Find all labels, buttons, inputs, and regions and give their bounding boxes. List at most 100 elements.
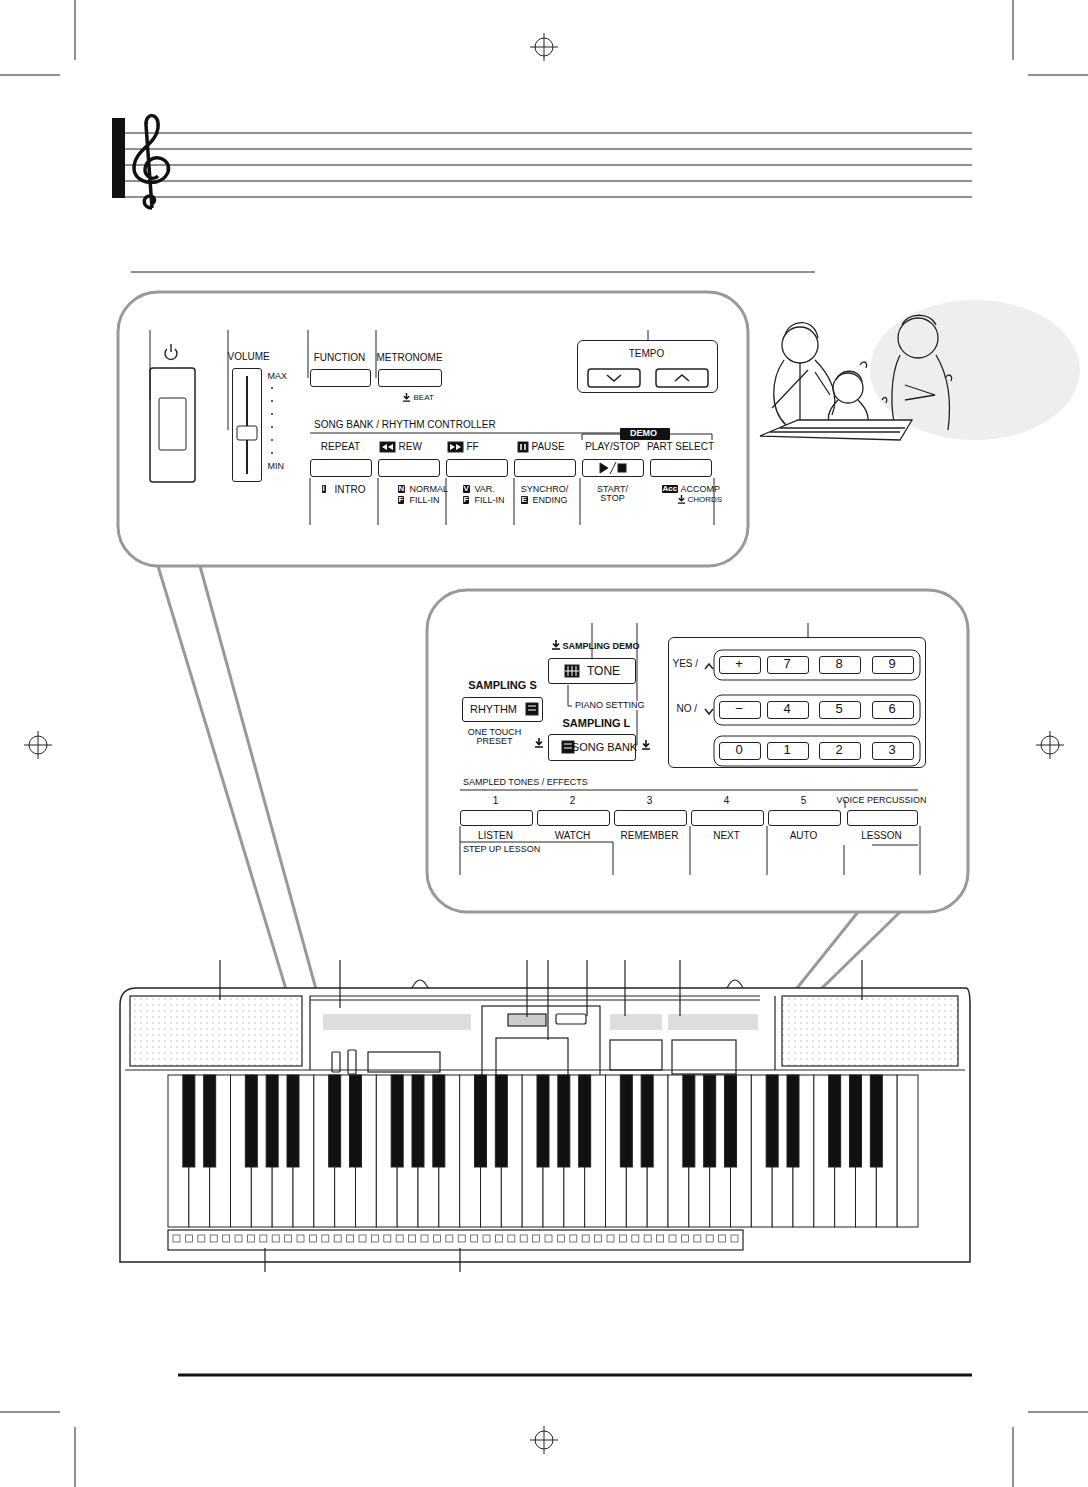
button-label: PAUSE bbox=[532, 442, 565, 452]
sampled-tone-button: 5AUTO bbox=[768, 810, 841, 826]
button-label: INTRO bbox=[335, 485, 366, 495]
button-label: ENDING bbox=[533, 496, 568, 505]
function-button: FUNCTION bbox=[310, 369, 371, 387]
button-label: 4 bbox=[724, 796, 730, 806]
button-label: 9 bbox=[888, 657, 895, 670]
button-label: 0 bbox=[735, 743, 742, 756]
part-select-button: PART SELECTAccACCOMPCHORDS bbox=[650, 459, 712, 477]
button-label: 2 bbox=[835, 743, 842, 756]
number-key: 5 bbox=[819, 701, 861, 719]
button-label: REMEMBER bbox=[621, 831, 679, 841]
button-label: METRONOME bbox=[376, 353, 442, 363]
button-label: FUNCTION bbox=[314, 353, 366, 363]
number-key: 2 bbox=[819, 742, 861, 760]
button-label: FILL-IN bbox=[410, 496, 440, 505]
button-label: F bbox=[398, 496, 405, 504]
button-label: REPEAT bbox=[321, 442, 360, 452]
button-label: VOLUME bbox=[228, 352, 270, 362]
button-label: BEAT bbox=[414, 394, 434, 402]
button-label: YES / bbox=[673, 659, 699, 669]
number-key: 8 bbox=[819, 656, 861, 674]
button-label: 1 bbox=[493, 796, 499, 806]
button-label: DEMO bbox=[630, 429, 657, 438]
play-stop-button: PLAY/STOPSTART/ STOP bbox=[582, 459, 644, 477]
number-key: 9 bbox=[872, 656, 914, 674]
button-label: 3 bbox=[888, 743, 895, 756]
demo-badge: DEMO bbox=[620, 428, 670, 440]
button-label: 8 bbox=[835, 657, 842, 670]
number-key: 4 bbox=[767, 701, 809, 719]
section-label: PIANO SETTING bbox=[574, 701, 646, 710]
button-label: MIN bbox=[268, 462, 285, 471]
volume-slider: VOLUMEMAXMIN bbox=[232, 368, 262, 482]
repeat-button: REPEATIINTRO bbox=[310, 459, 372, 477]
button-label: 4 bbox=[783, 702, 790, 715]
button-label: + bbox=[735, 657, 743, 670]
sampled-tone-button: 4NEXT bbox=[691, 810, 764, 826]
button-label: VAR. bbox=[475, 485, 495, 494]
button-label: Acc bbox=[662, 485, 679, 493]
number-key: 0 bbox=[719, 742, 761, 760]
button-label: SAMPLING S bbox=[468, 680, 536, 691]
button-label: VOICE PERCUSSION bbox=[836, 796, 926, 805]
ff-button: FFVVAR.FFILL-IN bbox=[446, 459, 508, 477]
pause-button: PAUSESYNCHRO/EENDING bbox=[514, 459, 576, 477]
number-pad: YES / NO / +7 8 9 − 4 5 6 0 1 2 3 bbox=[668, 637, 926, 768]
button-label: REW bbox=[399, 442, 422, 452]
button-label: N bbox=[398, 485, 406, 493]
number-key: 1 bbox=[767, 742, 809, 760]
number-key: 6 bbox=[872, 701, 914, 719]
button-label: 2 bbox=[570, 796, 576, 806]
button-label: LISTEN bbox=[478, 831, 513, 841]
button-label: 3 bbox=[647, 796, 653, 806]
button-label: MAX bbox=[268, 372, 288, 381]
number-key: 7 bbox=[767, 656, 809, 674]
number-key: 3 bbox=[872, 742, 914, 760]
voice-percussion-button: VOICE PERCUSSIONLESSON bbox=[847, 810, 918, 826]
rhythm-button: SAMPLING SRHYTHMONE TOUCH PRESET bbox=[462, 697, 543, 722]
section-label: SAMPLED TONES / EFFECTS bbox=[462, 778, 589, 787]
button-label: FILL-IN bbox=[475, 496, 505, 505]
button-label: NO / bbox=[677, 704, 698, 714]
button-label: FF bbox=[467, 442, 479, 452]
button-label: RHYTHM bbox=[470, 704, 517, 715]
button-label: AUTO bbox=[790, 831, 818, 841]
song-bank-button: SAMPLING LSONG BANK bbox=[548, 734, 636, 761]
sampled-tone-button: 3REMEMBER bbox=[614, 810, 687, 826]
button-label: 6 bbox=[888, 702, 895, 715]
minus-key: − bbox=[719, 701, 761, 719]
button-label: SONG BANK bbox=[572, 742, 637, 753]
button-label: PLAY/STOP bbox=[585, 442, 640, 452]
rew-button: REWNNORMALFFILL-IN bbox=[378, 459, 440, 477]
button-label: ONE TOUCH PRESET bbox=[464, 728, 526, 746]
button-label: 7 bbox=[783, 657, 790, 670]
sampled-tone-button: 1LISTEN bbox=[460, 810, 533, 826]
button-label: PART SELECT bbox=[647, 442, 714, 452]
button-label: NEXT bbox=[713, 831, 740, 841]
button-label: TONE bbox=[587, 665, 620, 677]
tone-button: SAMPLING DEMOTONE bbox=[548, 658, 636, 684]
button-label: ACCOMP bbox=[681, 485, 721, 494]
button-label: LESSON bbox=[861, 831, 902, 841]
button-label: WATCH bbox=[555, 831, 591, 841]
button-label: SYNCHRO/ bbox=[521, 485, 569, 494]
button-label: 1 bbox=[783, 743, 790, 756]
button-label: F bbox=[463, 496, 470, 504]
button-label: SAMPLING DEMO bbox=[563, 642, 640, 651]
button-label: NORMAL bbox=[410, 485, 449, 494]
button-label: 5 bbox=[835, 702, 842, 715]
section-label: STEP UP LESSON bbox=[462, 845, 541, 854]
section-label: SONG BANK / RHYTHM CONTROLLER bbox=[313, 420, 497, 430]
button-label: 5 bbox=[801, 796, 807, 806]
metronome-button: METRONOMEBEAT bbox=[378, 369, 442, 387]
button-label: TEMPO bbox=[629, 349, 665, 359]
button-label: CHORDS bbox=[688, 496, 723, 504]
button-label: − bbox=[735, 702, 743, 715]
button-label: SAMPLING L bbox=[563, 718, 631, 729]
button-label: V bbox=[463, 485, 470, 493]
button-label: START/ STOP bbox=[591, 485, 635, 503]
button-label: I bbox=[322, 485, 326, 493]
tempo-group: TEMPO bbox=[577, 340, 718, 393]
button-label: E bbox=[521, 496, 528, 504]
